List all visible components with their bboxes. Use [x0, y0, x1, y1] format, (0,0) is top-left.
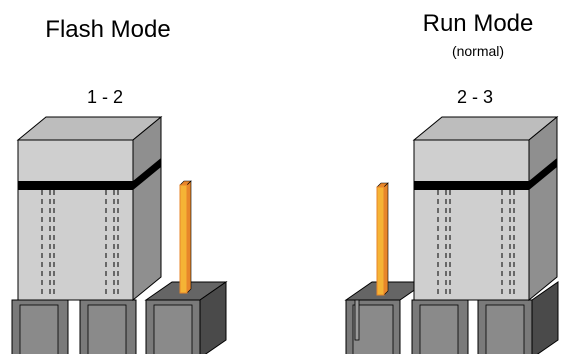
run-mode-subtitle: (normal) [451, 43, 505, 59]
flash-mode-jumper [16, 115, 163, 302]
flash-mode-title: Flash Mode [45, 16, 171, 43]
run-mode-title: Run Mode [422, 10, 534, 37]
run-mode-pin-label: 2 - 3 [456, 87, 494, 107]
header-block-pin-2 [79, 299, 137, 354]
run-mode-jumper [412, 115, 559, 302]
header-block-pin-3 [477, 281, 559, 354]
header-block-pin-2 [411, 299, 469, 354]
flash-mode-exposed-pin [179, 180, 192, 294]
header-block-pin-3 [144, 281, 228, 354]
header-block-pin-1 [11, 299, 69, 354]
run-mode-exposed-pin [376, 182, 389, 296]
run-mode-header [344, 281, 559, 354]
flash-mode-pin-label: 1 - 2 [86, 87, 124, 107]
header-block-pin-1 [344, 281, 428, 354]
